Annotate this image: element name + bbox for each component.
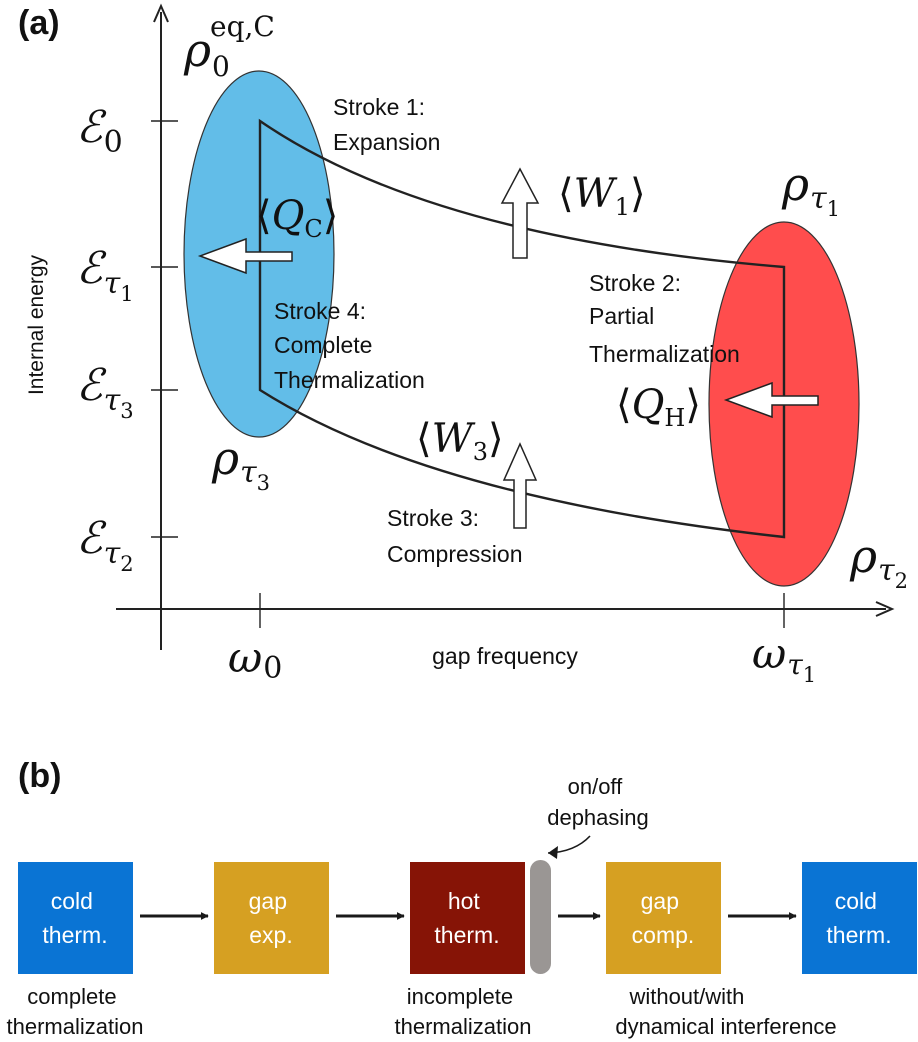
stroke-1-label: Stroke 1: Expansion — [333, 94, 440, 155]
y-axis-label: Internal energy — [25, 254, 48, 395]
rho-eq-cold-superscript: eq,C — [210, 10, 275, 43]
x-tick-label-omegatau1: ωτ1 — [752, 629, 816, 687]
svg-text:gap exp.: gap exp. — [249, 888, 294, 948]
dephasing-pointer-head — [548, 846, 558, 859]
caption-complete-thermalization: complete thermalization — [7, 984, 144, 1039]
work-w1-label: ⟨W1⟩ — [558, 171, 646, 221]
stroke-4-label: Stroke 4: Complete Thermalization — [274, 298, 425, 393]
panel-b-label: (b) — [18, 757, 61, 795]
svg-text:hot therm.: hot therm. — [434, 888, 499, 948]
flow-box-gap-comp: gap comp. — [606, 862, 721, 974]
x-axis-label: gap frequency — [432, 643, 578, 669]
heat-cold-arrow — [197, 237, 293, 275]
y-axis-arrowhead — [153, 3, 169, 23]
otto-cycle-path — [258, 118, 786, 539]
flow-box-cold-therm-1: cold therm. — [18, 862, 133, 974]
x-tick-label-omega0: ω0 — [228, 633, 282, 686]
x-axis-arrowhead — [875, 601, 895, 617]
dephasing-bar — [530, 860, 551, 974]
y-tick-label-e0: ℰ0 — [76, 102, 123, 160]
stroke-3-label: Stroke 3: Compression — [387, 505, 523, 567]
heat-hot-arrow — [723, 381, 819, 419]
panel-a-label: (a) — [18, 4, 60, 42]
flow-box-gap-exp: gap exp. — [214, 862, 329, 974]
flow-box-hot-therm: hot therm. — [410, 862, 525, 974]
svg-text:gap comp.: gap comp. — [632, 888, 695, 948]
caption-incomplete-thermalization: incomplete thermalization — [395, 984, 532, 1039]
heat-hot-label: ⟨QH⟩ — [616, 382, 701, 432]
axis-ticks — [151, 120, 785, 628]
y-tick-label-etau3: ℰτ3 — [76, 360, 134, 423]
svg-text:cold therm.: cold therm. — [42, 888, 107, 948]
axes — [116, 3, 895, 650]
rho-eq-cold-label: ρ0 — [183, 23, 230, 83]
work-w1-arrow — [500, 167, 540, 259]
y-tick-label-etau2: ℰτ2 — [76, 513, 134, 576]
heat-cold-label: ⟨QC⟩ — [256, 193, 338, 243]
work-w3-label: ⟨W3⟩ — [416, 416, 504, 466]
dephasing-label: on/off dephasing — [547, 774, 649, 830]
flow-box-cold-therm-2: cold therm. — [802, 862, 917, 974]
rho-tau1-label: ρτ1 — [781, 157, 840, 221]
stroke-2-label: Stroke 2: Partial Thermalization — [589, 270, 740, 367]
svg-text:cold therm.: cold therm. — [826, 888, 891, 948]
caption-dynamical-interference: without/with dynamical interference — [615, 984, 836, 1039]
y-tick-label-etau1: ℰτ1 — [76, 243, 134, 306]
work-w3-arrow — [502, 442, 538, 529]
rho-tau2-label: ρτ2 — [849, 529, 908, 593]
rho-tau3-label: ρτ3 — [211, 431, 270, 495]
